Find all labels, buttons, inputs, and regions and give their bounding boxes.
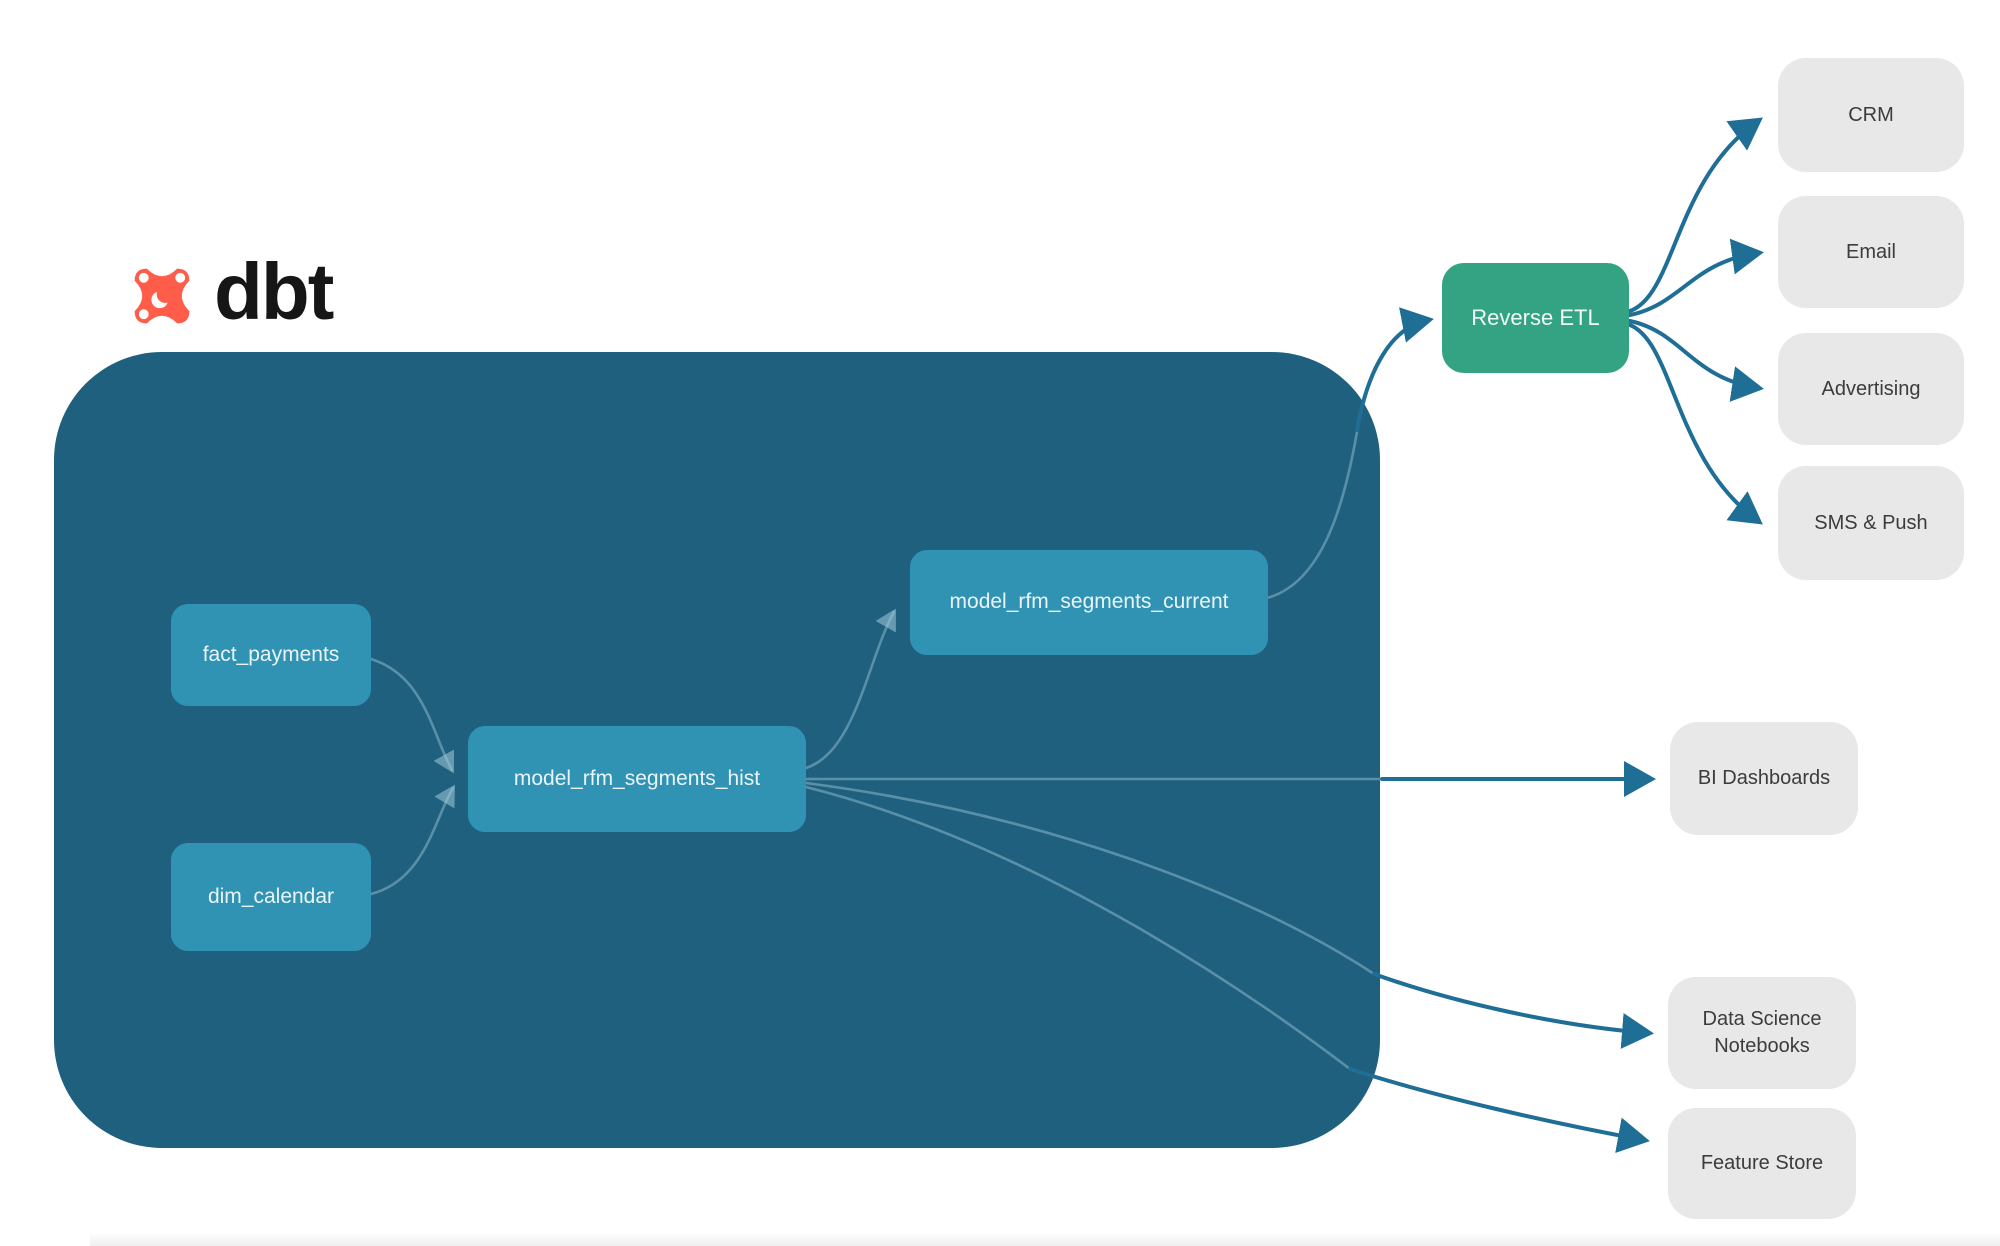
edge-reverse-etl-to-crm (1628, 117, 1763, 313)
node-model-rfm-segments-current: model_rfm_segments_current (910, 550, 1268, 655)
node-reverse-etl: Reverse ETL (1442, 263, 1629, 373)
node-data-science-notebooks: Data Science Notebooks (1668, 977, 1856, 1089)
dbt-logo-wordmark: dbt (214, 247, 334, 336)
node-label: Data Science Notebooks (1702, 1008, 1822, 1057)
node-advertising: Advertising (1778, 333, 1964, 445)
node-feature-store: Feature Store (1668, 1108, 1856, 1219)
node-label: dim_calendar (207, 884, 335, 908)
node-label: Email (1845, 240, 1896, 263)
page-bottom-edge (90, 1234, 2000, 1246)
edge-reverse-etl-to-advertising (1628, 319, 1764, 402)
node-label: Reverse ETL (1471, 305, 1600, 331)
edge-to-data-science-notebooks (1372, 972, 1654, 1049)
node-label: CRM (1848, 103, 1894, 126)
node-crm: CRM (1778, 58, 1964, 172)
node-label: Advertising (1821, 377, 1921, 400)
node-sms-push: SMS & Push (1778, 466, 1964, 580)
edge-reverse-etl-to-email (1628, 238, 1764, 317)
node-bi-dashboards: BI Dashboards (1670, 722, 1858, 835)
node-dim-calendar: dim_calendar (171, 843, 371, 951)
node-label: model_rfm_segments_current (949, 590, 1229, 614)
dbt-logo-icon (134, 268, 190, 324)
edge-reverse-etl-to-sms-push (1628, 323, 1763, 525)
edge-to-feature-store (1348, 1067, 1650, 1154)
node-label: SMS & Push (1814, 511, 1928, 534)
dbt-logo: dbt (124, 252, 334, 336)
node-label: BI Dashboards (1697, 767, 1831, 789)
node-fact-payments: fact_payments (171, 604, 371, 706)
node-email: Email (1778, 196, 1964, 308)
node-label: fact_payments (202, 642, 340, 666)
node-label: Feature Store (1700, 1152, 1824, 1174)
node-model-rfm-segments-hist: model_rfm_segments_hist (468, 726, 806, 832)
node-label: model_rfm_segments_hist (513, 766, 761, 790)
